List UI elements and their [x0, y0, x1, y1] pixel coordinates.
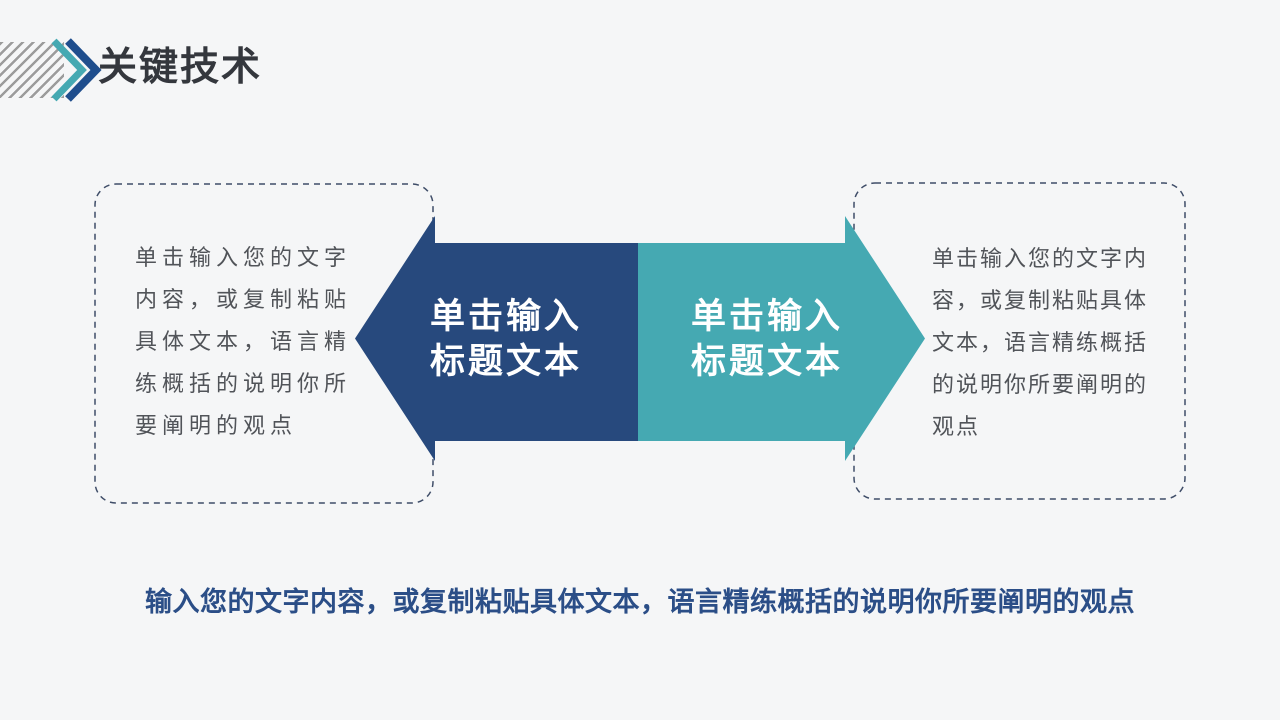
left-box-text-line: 具体文本，语言精: [135, 329, 352, 354]
right-arrow-label-line: 标题文本: [690, 342, 843, 381]
right-arrow-label: 单击输入 标题文本: [667, 294, 867, 384]
page-title: 关键技术: [98, 46, 263, 89]
chevron-blue-icon: [65, 38, 102, 102]
diagonal-stripes-decoration: [0, 42, 64, 98]
right-arrow-label-line: 单击输入: [690, 297, 843, 336]
left-box-text-line: 练概括的说明你所: [135, 371, 352, 396]
right-box-dashed-border: [853, 182, 1186, 500]
left-box-text-line: 单击输入您的文字: [135, 245, 352, 270]
double-chevron-right-icon: [51, 38, 102, 102]
right-box-text-line: 单击输入您的文字内: [932, 246, 1149, 271]
right-box-text-line: 观点: [932, 414, 981, 439]
right-box-text: 单击输入您的文字内 容，或复制粘贴具体 文本，语言精练概括 的说明你所要阐明的 …: [932, 238, 1148, 448]
opposing-arrows-graphic: [355, 216, 925, 461]
right-arrow-shape: [637, 216, 925, 461]
left-arrow-label-line: 单击输入: [429, 297, 582, 336]
right-box-text-line: 文本，语言精练概括: [932, 330, 1149, 355]
left-box-text-line: 内容，或复制粘贴: [135, 287, 352, 312]
chevron-teal-icon: [51, 38, 87, 102]
right-text-box: 单击输入您的文字内 容，或复制粘贴具体 文本，语言精练概括 的说明你所要阐明的 …: [853, 182, 1186, 500]
left-box-text-line: 要阐明的观点: [135, 413, 298, 438]
right-box-text-line: 容，或复制粘贴具体: [932, 288, 1149, 313]
right-box-text-line: 的说明你所要阐明的: [932, 372, 1149, 397]
left-text-box: 单击输入您的文字 内容，或复制粘贴 具体文本，语言精 练概括的说明你所 要阐明的…: [94, 183, 434, 504]
left-arrow-label-line: 标题文本: [429, 342, 582, 381]
left-arrow-shape: [355, 216, 638, 461]
footer-text: 输入您的文字内容，或复制粘贴具体文本，语言精练概括的说明你所要阐明的观点: [145, 587, 1135, 617]
left-box-text: 单击输入您的文字 内容，或复制粘贴 具体文本，语言精 练概括的说明你所 要阐明的…: [135, 237, 351, 447]
left-arrow-label: 单击输入 标题文本: [406, 294, 606, 384]
